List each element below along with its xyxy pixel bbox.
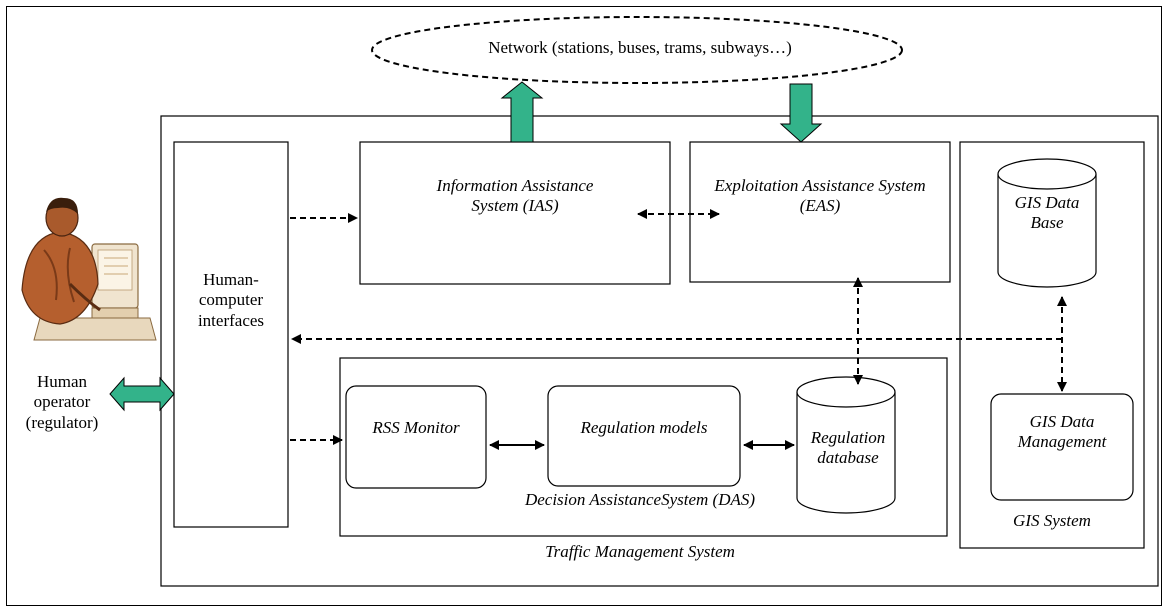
ias-label: Information Assistance System (IAS)	[436, 176, 594, 216]
network-label: Network (stations, buses, trams, subways…	[488, 38, 792, 57]
rss-monitor-label: RSS Monitor	[372, 418, 460, 437]
das-label: Decision AssistanceSystem (DAS)	[524, 490, 756, 509]
gis-database-cylinder	[997, 158, 1097, 288]
eas-box	[689, 141, 951, 283]
traffic-management-system-box	[160, 115, 1159, 587]
hci-box	[173, 141, 289, 528]
regulation-models-box	[547, 385, 741, 487]
gis-system-label: GIS System	[1013, 511, 1091, 530]
regulation-models-label: Regulation models	[580, 418, 708, 437]
network-to-eas-arrow	[779, 83, 823, 143]
hci-label: Human-computer interfaces	[197, 270, 265, 330]
gis-data-management-label: GIS Data Management	[1017, 412, 1107, 452]
person-at-computer-icon	[21, 197, 157, 341]
eas-label: Exploitation Assistance System (EAS)	[714, 176, 926, 216]
human-operator-label: Human operator (regulator)	[25, 372, 99, 432]
operator-hci-double-arrow	[109, 376, 175, 412]
regulation-database-cylinder	[796, 376, 896, 514]
ias-to-network-arrow	[500, 81, 544, 143]
gis-data-management-box	[990, 393, 1134, 501]
regulation-database-label: Regulation database	[810, 428, 886, 468]
rss-monitor-box	[345, 385, 487, 489]
diagram-frame	[6, 6, 1162, 606]
ias-box	[359, 141, 671, 285]
gis-database-label: GIS Data Base	[1014, 193, 1080, 233]
network-ellipse	[371, 16, 903, 84]
traffic-management-system-label: Traffic Management System	[545, 542, 735, 561]
